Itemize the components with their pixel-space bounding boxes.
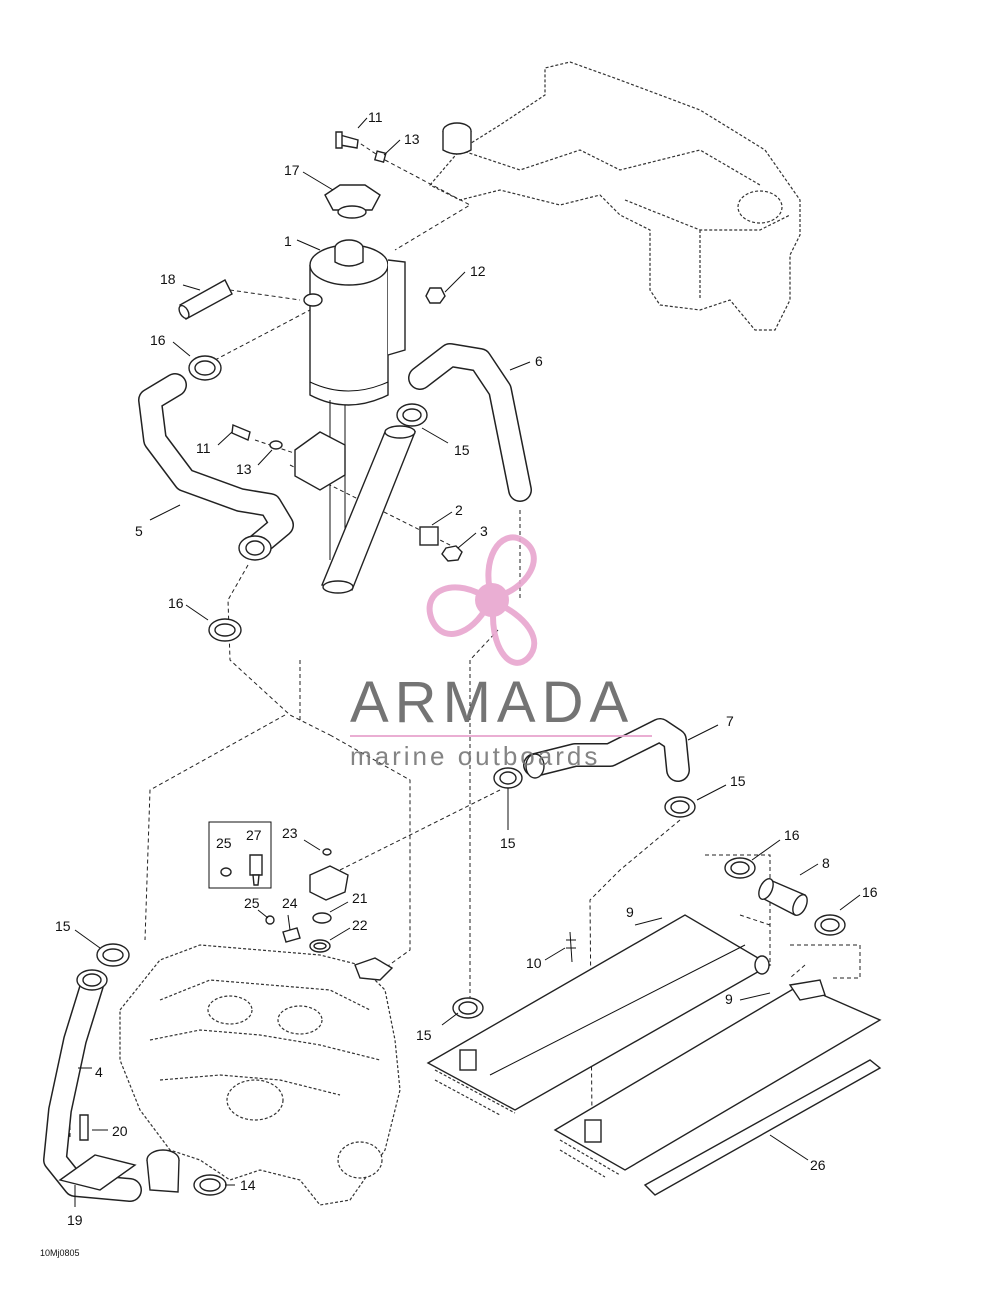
strip-26 <box>643 1059 882 1196</box>
detail-box <box>208 821 272 889</box>
callout-13b: 13 <box>236 461 252 477</box>
callout-11b: 11 <box>196 440 211 456</box>
clamp-15-left <box>96 943 130 967</box>
callout-10: 10 <box>526 955 542 971</box>
callout-23: 23 <box>282 825 298 841</box>
clamp-16-right-b <box>814 914 846 936</box>
callout-9b: 9 <box>725 991 733 1007</box>
callout-9a: 9 <box>626 904 634 920</box>
clamp-16-top <box>188 355 222 381</box>
callout-16a: 16 <box>150 332 166 348</box>
clamp-15-b <box>664 796 696 818</box>
callout-15a: 15 <box>454 442 470 458</box>
callout-4: 4 <box>95 1064 103 1080</box>
clamp-16-right-a <box>724 857 756 879</box>
clamp-15-radiator <box>452 997 484 1019</box>
screw-top <box>335 131 359 149</box>
callout-17: 17 <box>284 162 300 178</box>
callout-15c: 15 <box>500 835 516 851</box>
bracket-19 <box>58 1114 137 1191</box>
callout-16c: 16 <box>784 827 800 843</box>
callout-8: 8 <box>822 855 830 871</box>
callout-26: 26 <box>810 1157 826 1173</box>
drawing-code: 10Mj0805 <box>40 1248 80 1258</box>
hose-8 <box>758 878 808 916</box>
washer-top <box>373 150 387 163</box>
thermostat-housing <box>265 848 349 953</box>
callout-15e: 15 <box>416 1027 432 1043</box>
clamp-15-a <box>493 767 523 789</box>
callout-24: 24 <box>282 895 298 911</box>
callout-14: 14 <box>240 1177 256 1193</box>
callout-25b: 25 <box>244 895 260 911</box>
propeller-logo-icon <box>426 534 538 666</box>
callout-6: 6 <box>535 353 543 369</box>
hose-6 <box>408 343 532 502</box>
bracket-mid <box>231 424 463 562</box>
connector-10 <box>566 931 576 963</box>
callout-25a: 25 <box>216 835 232 851</box>
callout-20: 20 <box>112 1123 128 1139</box>
engine-block <box>119 944 401 1206</box>
callout-18: 18 <box>160 271 176 287</box>
callout-2: 2 <box>455 502 463 518</box>
hose-5 <box>138 373 294 561</box>
callout-19: 19 <box>67 1212 83 1228</box>
watermark-tagline: marine outboards <box>350 741 600 771</box>
nut-12 <box>425 287 446 304</box>
leader-lines <box>74 117 861 1207</box>
callout-11a: 11 <box>368 109 383 125</box>
pressure-cap <box>324 184 381 219</box>
callout-5: 5 <box>135 523 143 539</box>
hose-7 <box>523 718 690 782</box>
radiator-plate-upper <box>426 914 772 1116</box>
callout-15d: 15 <box>55 918 71 934</box>
radiator-plate-lower <box>553 979 882 1178</box>
clamp-14 <box>193 1174 227 1196</box>
watermark-brand: ARMADA <box>350 670 634 735</box>
callout-21: 21 <box>352 890 368 906</box>
clamp-15-top <box>396 403 428 427</box>
feed-pipe <box>321 425 417 594</box>
callout-1: 1 <box>284 233 292 249</box>
callout-13a: 13 <box>404 131 420 147</box>
callout-16b: 16 <box>168 595 184 611</box>
tank-outline <box>429 61 801 331</box>
clamp-16-lower <box>208 618 242 642</box>
callout-7: 7 <box>726 713 734 729</box>
watermark: ARMADA marine outboards <box>350 534 652 771</box>
callout-3: 3 <box>480 523 488 539</box>
callout-16d: 16 <box>862 884 878 900</box>
callout-15b: 15 <box>730 773 746 789</box>
callout-27: 27 <box>246 827 262 843</box>
coolant-tank <box>303 239 406 560</box>
callout-12: 12 <box>470 263 486 279</box>
hose-18 <box>178 279 233 320</box>
callout-22: 22 <box>352 917 368 933</box>
